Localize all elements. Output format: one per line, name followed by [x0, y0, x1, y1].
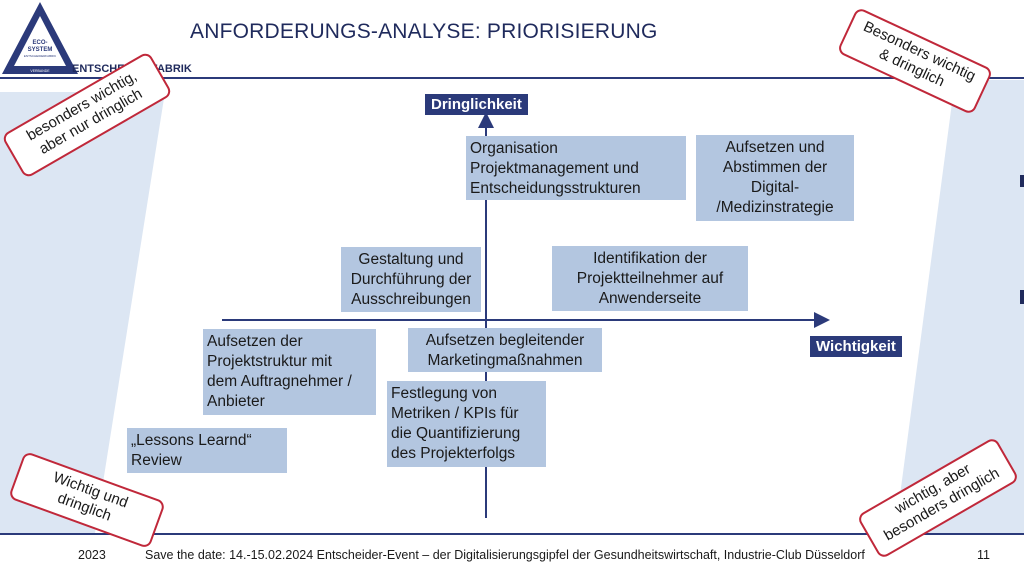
edge-tab [1020, 175, 1024, 187]
logo-line1: ECO- [33, 40, 48, 46]
box-digitalstrategie: Aufsetzen und Abstimmen der Digital- /Me… [696, 135, 854, 221]
box-organisation: Organisation Projektmanagement und Entsc… [466, 136, 686, 200]
footer-event-text: Save the date: 14.-15.02.2024 Entscheide… [145, 548, 865, 562]
footer-divider [0, 533, 1024, 535]
edge-tab [1020, 290, 1024, 304]
logo-line3: ENTSCHEIDERFABRIK [24, 54, 56, 58]
box-projektteilnehmer: Identifikation der Projektteilnehmer auf… [552, 246, 748, 311]
page-number: 11 [977, 548, 990, 562]
x-axis-label: Wichtigkeit [810, 336, 902, 357]
logo-bottom-text: VERBANDE [30, 69, 50, 73]
logo-line2: SYSTEM [28, 47, 53, 53]
footer-year: 2023 [78, 548, 106, 562]
box-lessons-learned: „Lessons Learnd“ Review [127, 428, 287, 473]
box-ausschreibungen: Gestaltung und Durchführung der Ausschre… [341, 247, 481, 312]
box-projektstruktur: Aufsetzen der Projektstruktur mit dem Au… [203, 329, 376, 415]
page-title: ANFORDERUNGS-ANALYSE: PRIORISIERUNG [190, 20, 658, 43]
ecosystem-logo: ECO- SYSTEM ENTSCHEIDERFABRIK VERBANDE [2, 2, 78, 74]
header-divider [0, 77, 1024, 79]
box-metriken: Festlegung von Metriken / KPIs für die Q… [387, 381, 546, 467]
box-marketing: Aufsetzen begleitender Marketingmaßnahme… [408, 328, 602, 372]
y-axis-label: Dringlichkeit [425, 94, 528, 115]
